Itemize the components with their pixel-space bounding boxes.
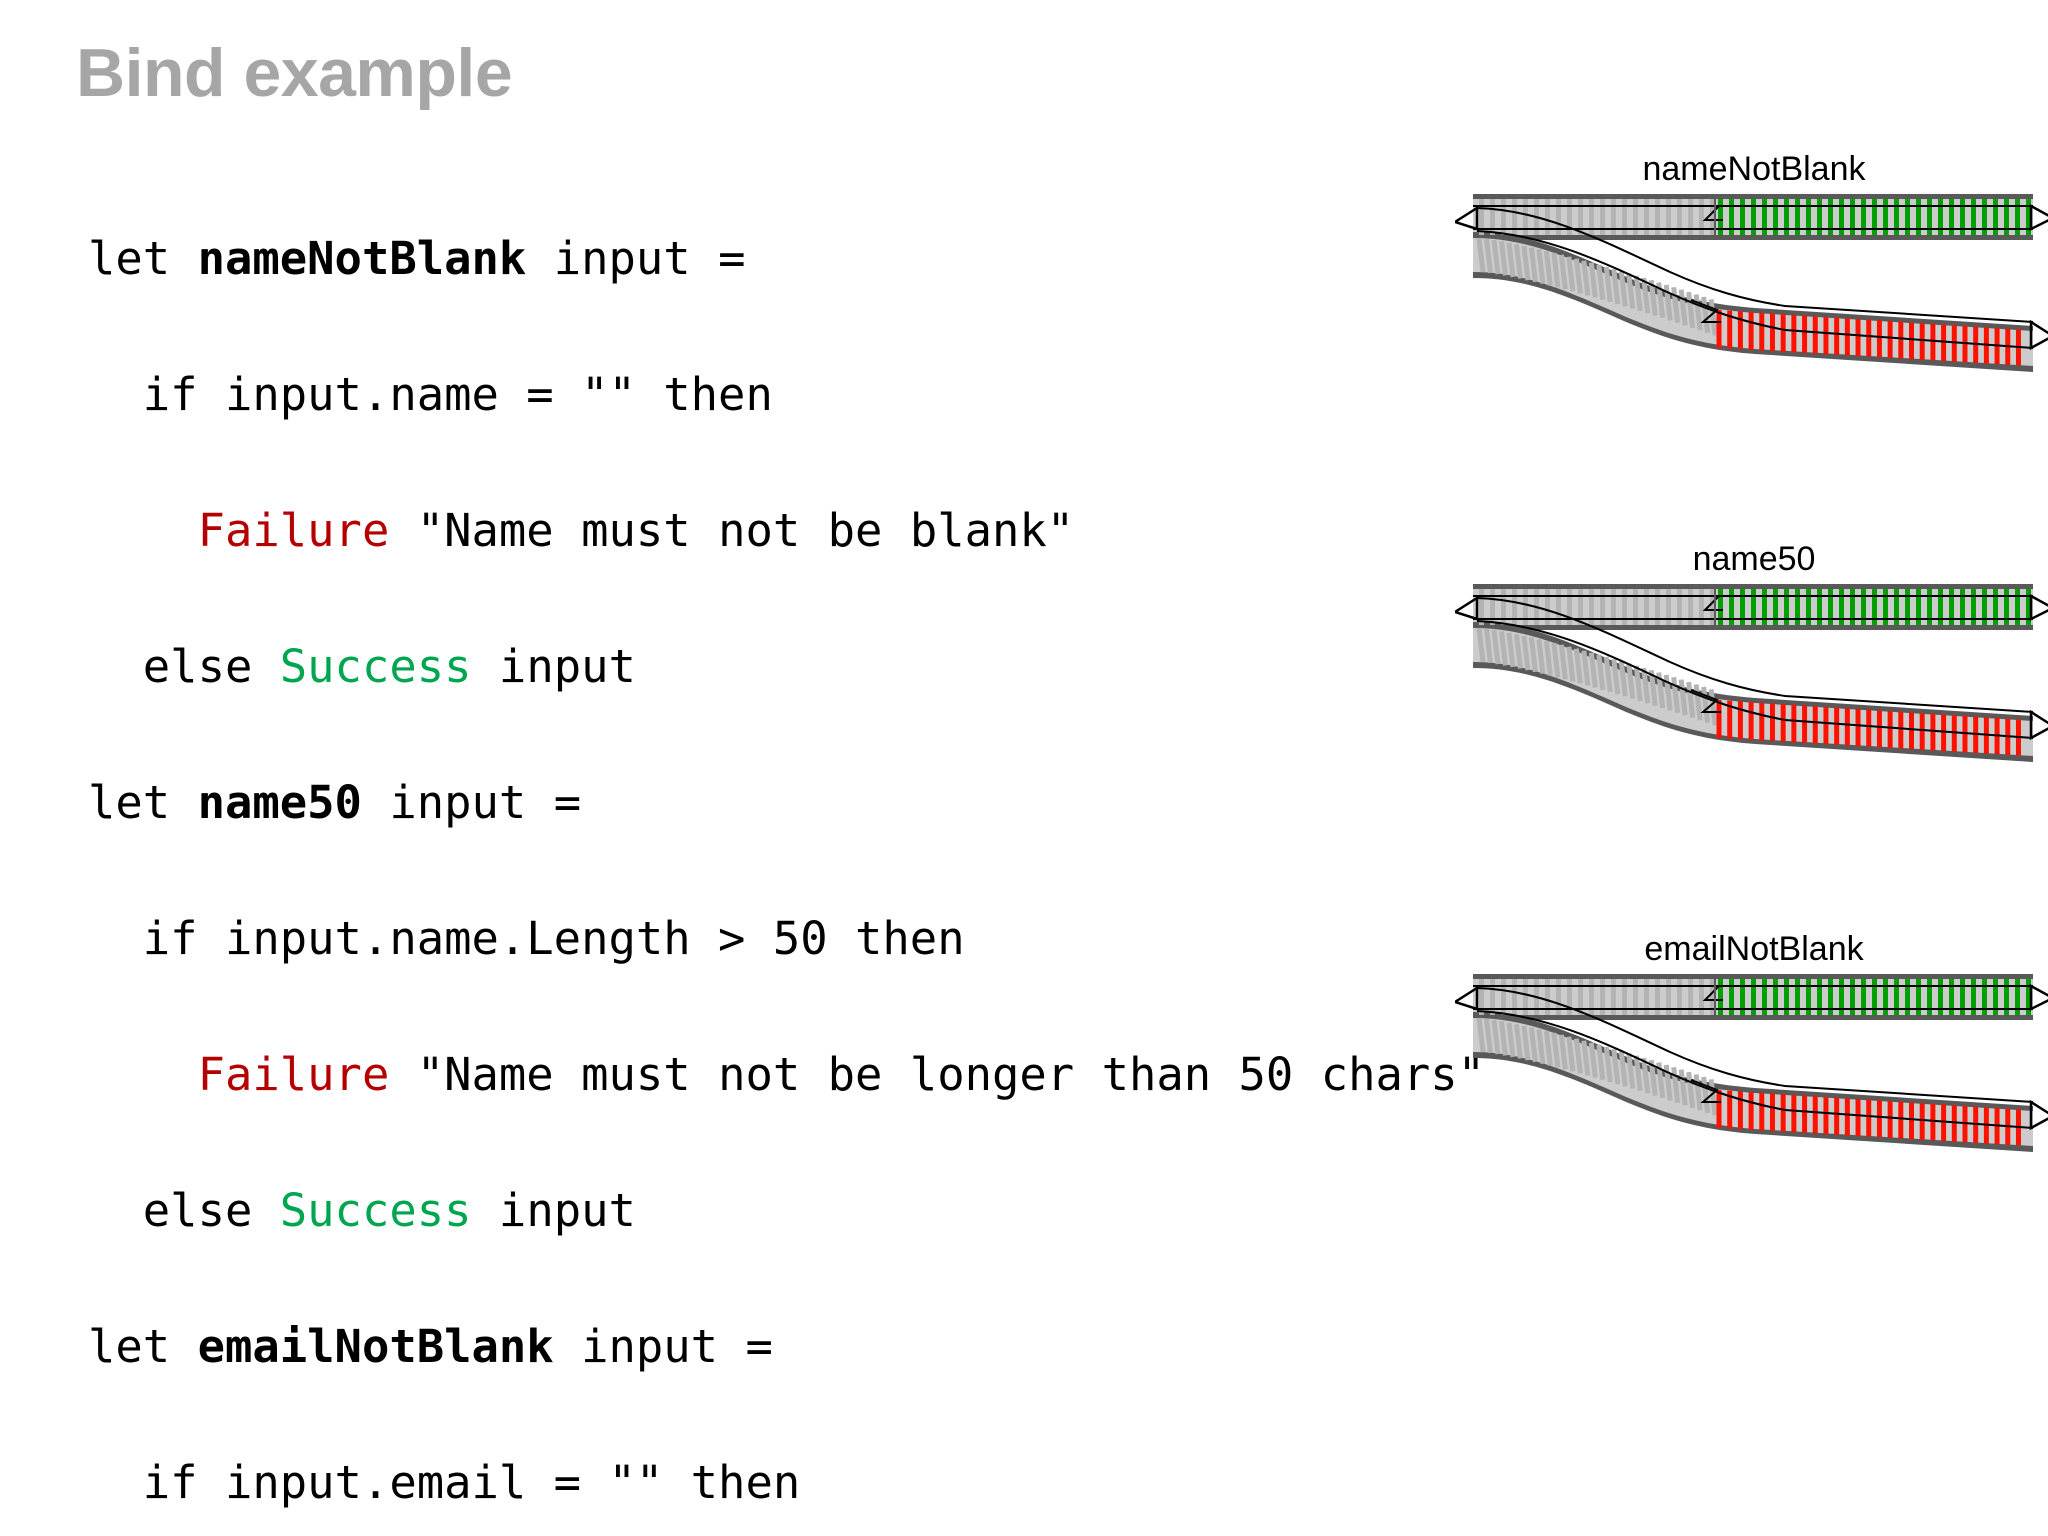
- railway-track-graphic: [1455, 974, 2048, 1152]
- railway-switch-diagram-emailNotBlank: emailNotBlank: [1455, 930, 2048, 1160]
- code-token-failure: Failure: [197, 1048, 390, 1101]
- code-token-plain: input =: [526, 232, 746, 285]
- code-token-plain: input =: [361, 776, 582, 829]
- code-token-plain: let: [88, 1320, 198, 1373]
- code-block-emailNotBlank: let emailNotBlank input = if input.email…: [88, 1313, 1388, 1536]
- code-token-plain: else: [88, 1184, 280, 1237]
- code-line: else Success input: [88, 1177, 1388, 1245]
- code-token-bold: emailNotBlank: [197, 1320, 554, 1373]
- code-line: let name50 input =: [88, 769, 1388, 837]
- code-line: let nameNotBlank input =: [88, 225, 1388, 293]
- code-token-plain: if input.email = "" then: [88, 1456, 801, 1509]
- code-block-nameNotBlank: let nameNotBlank input = if input.name =…: [88, 225, 1388, 701]
- code-token-plain: let: [88, 776, 198, 829]
- code-token-success: Success: [279, 640, 472, 693]
- code-line: Failure "Name must not be blank": [88, 497, 1388, 565]
- code-listing: let nameNotBlank input = if input.name =…: [88, 225, 1486, 1536]
- code-line: Failure "Name must not be longer than 50…: [88, 1041, 1486, 1109]
- code-token-plain: let: [88, 232, 198, 285]
- code-token-success: Success: [279, 1184, 472, 1237]
- code-token-plain: "Name must not be longer than 50 chars": [389, 1048, 1486, 1101]
- code-line: let emailNotBlank input =: [88, 1313, 1388, 1381]
- code-token-plain: if input.name = "" then: [88, 368, 773, 421]
- code-token-plain: [88, 504, 198, 557]
- code-line: if input.name.Length > 50 then: [88, 905, 1388, 973]
- page-title: Bind example: [76, 35, 513, 111]
- code-token-plain: input =: [553, 1320, 773, 1373]
- code-token-plain: input: [471, 1184, 636, 1237]
- railway-track-graphic: [1455, 584, 2048, 762]
- code-token-failure: Failure: [197, 504, 390, 557]
- railway-switch-diagram-nameNotBlank: nameNotBlank: [1455, 150, 2048, 380]
- railway-track-graphic: [1455, 194, 2048, 372]
- code-line: if input.name = "" then: [88, 361, 1388, 429]
- code-token-plain: "Name must not be blank": [389, 504, 1075, 557]
- code-line: else Success input: [88, 633, 1388, 701]
- code-token-plain: [88, 1048, 198, 1101]
- code-line: if input.email = "" then: [88, 1449, 1388, 1517]
- code-token-plain: input: [471, 640, 636, 693]
- code-token-plain: else: [88, 640, 280, 693]
- code-token-bold: nameNotBlank: [197, 232, 527, 285]
- code-token-plain: if input.name.Length > 50 then: [88, 912, 965, 965]
- railway-switch-diagram-name50: name50: [1455, 540, 2048, 770]
- code-token-bold: name50: [197, 776, 362, 829]
- code-block-name50: let name50 input = if input.name.Length …: [88, 769, 1486, 1245]
